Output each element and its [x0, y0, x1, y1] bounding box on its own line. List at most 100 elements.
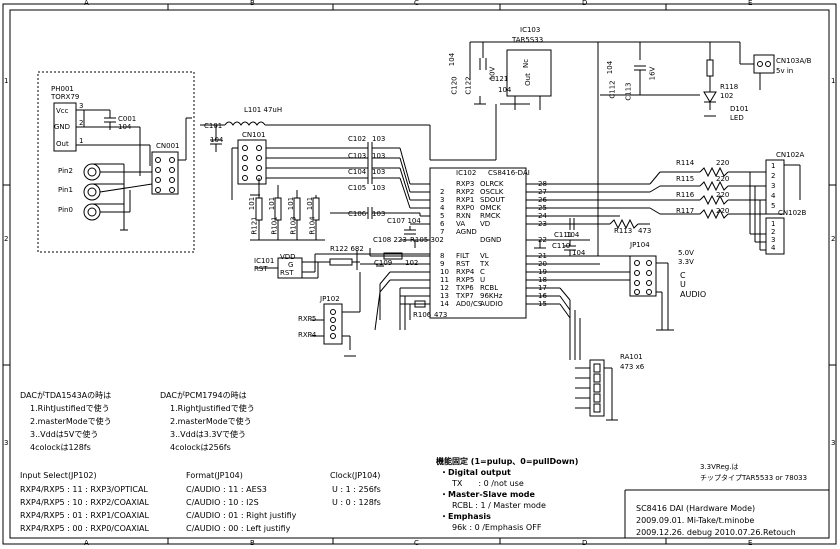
border-row-2: 2 [4, 235, 9, 243]
ic102-pin-number-right: 17 [538, 284, 547, 292]
label-c102-value: 103 [372, 135, 386, 143]
note-format-line2: C/AUDIO : 10 : I2S [186, 498, 259, 507]
cn102-pin-number: 1 [771, 162, 776, 170]
title-block-line3: 2009.12.26. debug 2010.07.26.Retouch [636, 528, 796, 537]
note-fixed-line4: RCBL : 1 / Master mode [452, 501, 546, 510]
label-cn103: CN103A/B [776, 57, 812, 65]
ic102-pin-label-right: RMCK [480, 212, 501, 220]
ic102-pin-label-left: AGND [456, 228, 477, 236]
label-torx: TORX79 [51, 93, 80, 101]
ic102-pin-label-right: RCBL [480, 284, 499, 292]
title-block-line1: SC8416 DAI (Hardware Mode) [636, 504, 756, 513]
ic102-pin-number-left: 14 [440, 300, 449, 308]
note-input-title: Input Select(JP102) [20, 471, 97, 480]
label-pin1: 1 [79, 137, 84, 145]
ic102-pin-number-left: 7 [440, 228, 445, 236]
ic102-pin-label-left: AD0/CS [456, 300, 483, 308]
label-c109: C109 [374, 259, 393, 267]
label-ic101: IC101 [254, 257, 275, 265]
ic102-pin-label-right: VL [480, 252, 489, 260]
note-clock-line1: U : 1 : 256fs [332, 485, 381, 494]
ic102-pin-label-right: C [480, 268, 485, 276]
label-c107: C107 104 [387, 217, 421, 225]
ic102-pin-label-left: RST [456, 260, 470, 268]
label-gnd: GND [54, 123, 71, 131]
note-fixed-line2: TX : 0 /not use [452, 479, 524, 488]
label-cn101: CN101 [242, 131, 266, 139]
label-vcc: Vcc [56, 107, 69, 115]
label-c001-value: 104 [118, 123, 132, 131]
label-c109-value: 102 [405, 259, 419, 267]
label-c105: C105 [348, 184, 367, 192]
label-d101: D101 [730, 105, 749, 113]
label-r121-value: 101 [248, 196, 257, 211]
label-r113-value: 473 [638, 227, 652, 235]
ic102-pin-number-left: 13 [440, 292, 449, 300]
border-col-c-bottom: C [414, 539, 419, 547]
ic102-pin-number-right: 22 [538, 236, 547, 244]
note-format-line4: C/AUDIO : 00 : Left justifiy [186, 524, 291, 533]
label-u: U [680, 280, 686, 289]
label-c111-value: 104 [566, 231, 580, 239]
label-c001: C001 [118, 115, 137, 123]
cn102-pin-number: 3 [771, 236, 776, 244]
label-ic101-rst-pin: RST [280, 269, 294, 277]
label-c113-v: 16V [648, 66, 657, 81]
label-ic102: IC102 [456, 169, 477, 177]
note-dac2-line2: 2.masterModeで使う [170, 417, 252, 426]
label-c108: C108 223 [373, 236, 407, 244]
ic102-pin-label-left: RXP1 [456, 196, 475, 204]
label-ra101: RA101 [620, 353, 643, 361]
cn102-pin-number: 4 [771, 192, 776, 200]
label-c120: C120 [450, 76, 459, 95]
border-row-1: 1 [4, 77, 9, 85]
border-col-e-bottom: E [748, 539, 753, 547]
label-rx2: 101 [287, 196, 296, 211]
ic102-pin-label-right: VD [480, 220, 491, 228]
label-c101-value: 104 [210, 136, 224, 144]
ic102-pin-number-right: 18 [538, 276, 547, 284]
label-jack-pin1: Pin1 [58, 186, 73, 194]
ic102-pin-number-right: 25 [538, 204, 547, 212]
note-format-line3: C/AUDIO : 01 : Right justifiy [186, 511, 297, 520]
ic102-pin-number-right: 23 [538, 220, 547, 228]
label-c121: C121 [490, 75, 509, 83]
cn102-pin-number: 1 [771, 220, 776, 228]
label-jp104: JP104 [630, 241, 650, 249]
ic102-pin-label-right: SDOUT [480, 196, 505, 204]
ic102-pin-number-left: 12 [440, 284, 449, 292]
border-col-c: C [414, 0, 419, 7]
label-cn102a: CN102A [776, 151, 805, 159]
border-row-2-right: 2 [831, 235, 836, 243]
border-col-d: D [582, 0, 588, 7]
label-c105-value: 103 [372, 184, 386, 192]
label-ic103-out: Out [523, 73, 532, 86]
note-fixed-line3: ・Master-Slave mode [440, 490, 535, 499]
label-r106-value: 473 [434, 311, 448, 319]
note-clock-title: Clock(JP104) [330, 471, 381, 480]
ic102-pin-label-left: RXN [456, 212, 471, 220]
border-col-d-bottom: D [582, 539, 588, 547]
ic102-pin-number-left: 9 [440, 260, 445, 268]
label-r118: R118 [720, 83, 739, 91]
label-r116-value: 220 [716, 191, 730, 199]
label-ic101-g: G [288, 261, 294, 269]
label-jack-pin0: Pin0 [58, 206, 73, 214]
label-cn001: CN001 [156, 142, 180, 150]
label-c104: C104 [348, 168, 367, 176]
label-tar5s33: TAR5S33 [512, 36, 544, 44]
label-5v: 5.0V [678, 249, 694, 257]
label-c120-value: 104 [448, 52, 457, 67]
label-r121: R121 [250, 216, 259, 235]
border-col-b: B [250, 0, 255, 7]
label-c110-value: 104 [572, 249, 586, 257]
cn102-pin-number: 3 [771, 182, 776, 190]
label-rxp5: RXP5 [298, 315, 317, 323]
label-r104: R104 [308, 216, 317, 235]
label-r115-value: 220 [716, 175, 730, 183]
label-cs8416: CS8416-DAI [488, 169, 530, 177]
label-rxp4: RXP4 [298, 331, 317, 339]
label-c106-value: 103 [372, 210, 386, 218]
note-input-line2: RXP4/RXP5 : 10 : RXP2/COAXIAL [20, 498, 149, 507]
